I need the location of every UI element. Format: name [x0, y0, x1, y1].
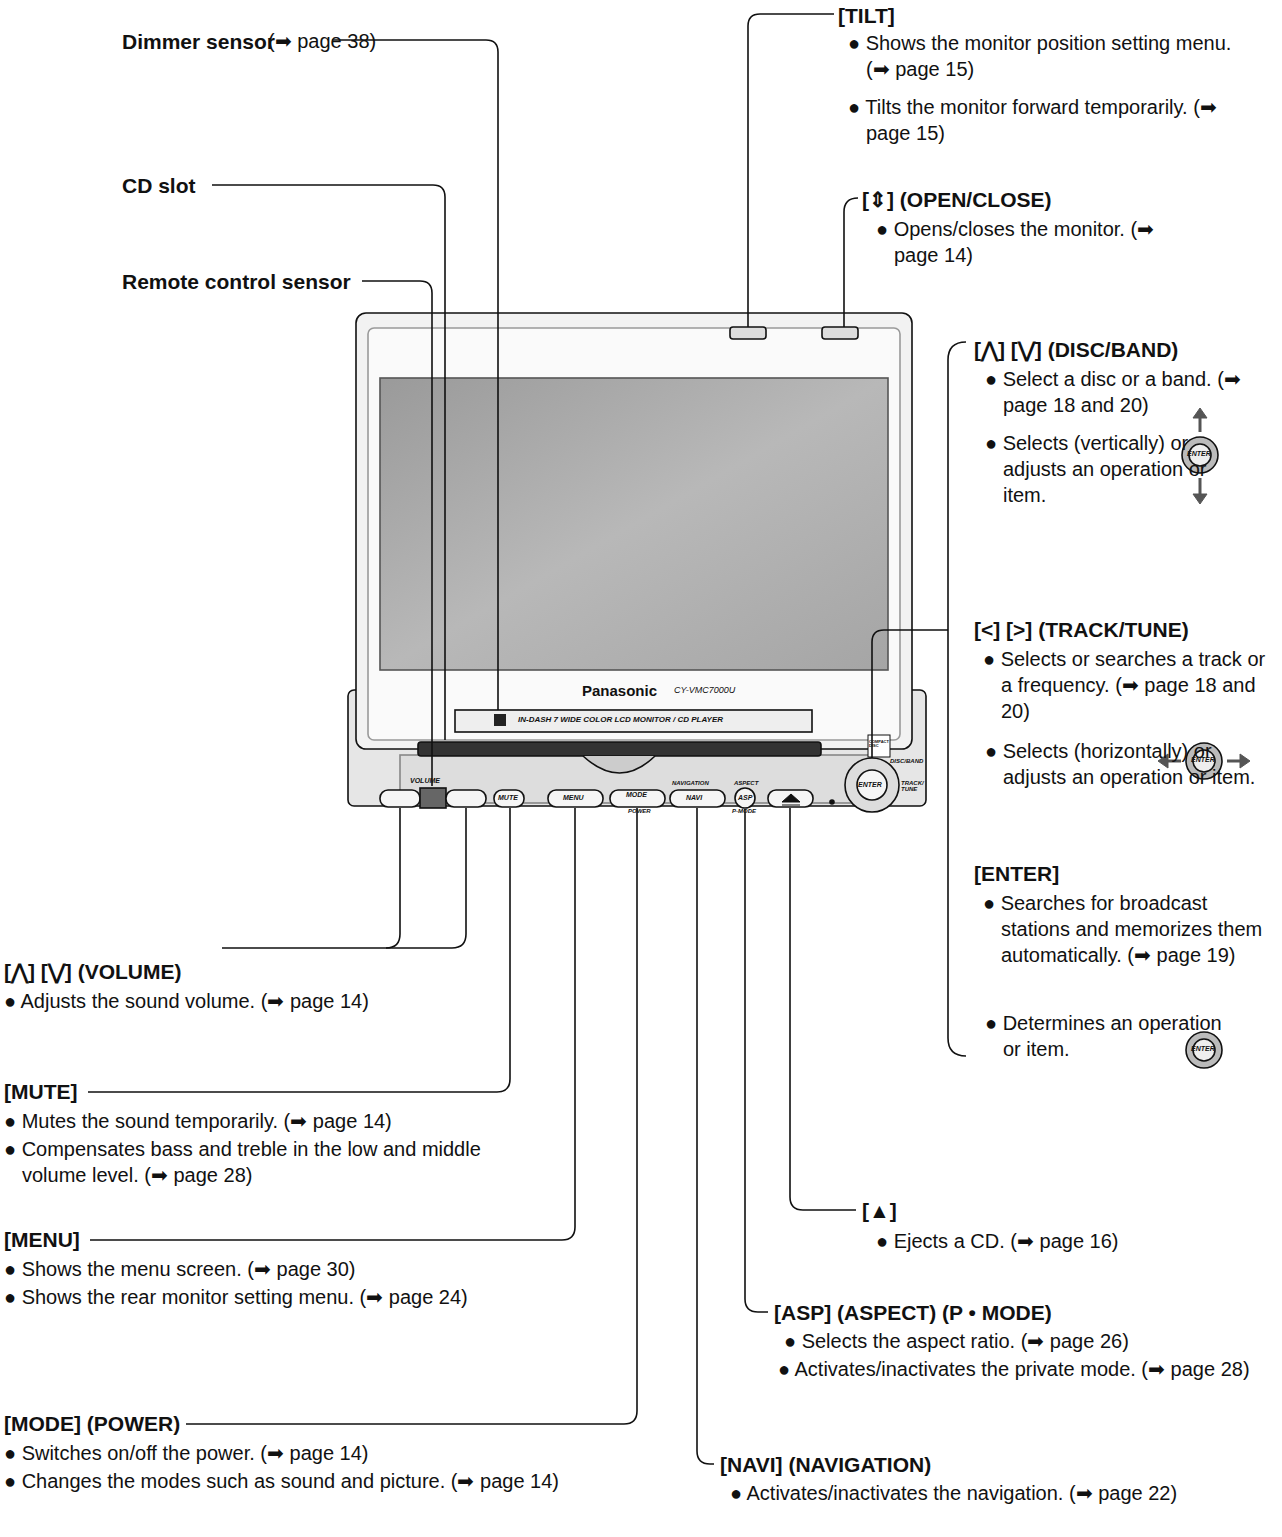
panel-print: ASP: [738, 794, 752, 801]
knob-print: ENTER: [1191, 1045, 1215, 1052]
part-name: Remote control sensor: [122, 268, 351, 295]
panel-print: TRACK/ TUNE: [901, 780, 931, 793]
description: ● Select a disc or a band. (➡ page 18 an…: [985, 366, 1273, 418]
description: ● Selects the aspect ratio. (➡ page 26): [784, 1328, 1129, 1354]
panel-print: POWER: [628, 808, 651, 814]
knob-print: ENTER: [1187, 450, 1211, 457]
description: ● Opens/closes the monitor. (➡ page 14): [876, 216, 1194, 268]
button-name: [⇕] (OPEN/CLOSE): [862, 186, 1052, 213]
description: ● Compensates bass and treble in the low…: [4, 1136, 542, 1188]
description: ● Selects (horizontally) or adjusts an o…: [985, 738, 1273, 790]
part-name: Dimmer sensor: [122, 28, 275, 55]
description: ● Selects or searches a track or a frequ…: [983, 646, 1276, 724]
panel-print: DISC/BAND: [890, 758, 923, 764]
description: ● Tilts the monitor forward temporarily.…: [848, 94, 1266, 146]
description: ● Determines an operation or item.: [985, 1010, 1223, 1062]
panel-print: P-MODE: [732, 808, 756, 814]
button-name: [MODE] (POWER): [4, 1410, 180, 1437]
panel-print: ASPECT: [734, 780, 758, 786]
brand-name: Panasonic: [582, 681, 657, 701]
description: ● Activates/inactivates the private mode…: [778, 1356, 1276, 1382]
description: ● Ejects a CD. (➡ page 16): [876, 1228, 1119, 1254]
description: ● Changes the modes such as sound and pi…: [4, 1468, 582, 1494]
description: ● Mutes the sound temporarily. (➡ page 1…: [4, 1108, 392, 1134]
panel-print: MENU: [563, 794, 584, 801]
panel-print: MUTE: [498, 794, 518, 801]
description: ● Selects (vertically) or adjusts an ope…: [985, 430, 1228, 508]
description: ● Switches on/off the power. (➡ page 14): [4, 1440, 368, 1466]
description: ● Activates/inactivates the navigation. …: [730, 1480, 1177, 1506]
button-name: [⋀] [⋁] (DISC/BAND): [974, 336, 1178, 363]
button-name: [ASP] (ASPECT) (P • MODE): [774, 1299, 1052, 1326]
button-name: [ENTER]: [974, 860, 1059, 887]
panel-print: NAVI: [686, 794, 702, 801]
button-name: [<] [>] (TRACK/TUNE): [974, 616, 1189, 643]
button-name: [▲]: [862, 1197, 897, 1224]
description: ● Shows the rear monitor setting menu. (…: [4, 1284, 492, 1310]
button-name: [MUTE]: [4, 1078, 77, 1105]
button-name: [⋀] [⋁] (VOLUME): [4, 958, 181, 985]
button-name: [NAVI] (NAVIGATION): [720, 1451, 931, 1478]
description: ● Adjusts the sound volume. (➡ page 14): [4, 988, 369, 1014]
description: ● Searches for broadcast stations and me…: [983, 890, 1276, 968]
panel-print: MODE: [626, 791, 647, 798]
part-name: CD slot: [122, 172, 196, 199]
button-name: [MENU]: [4, 1226, 80, 1253]
knob-print: ENTER: [1191, 756, 1215, 763]
product-line: IN-DASH 7 WIDE COLOR LCD MONITOR / CD PL…: [518, 716, 723, 724]
page-ref: (➡ page 38): [268, 28, 376, 54]
panel-print: NAVIGATION: [672, 780, 709, 786]
logo-print: COMPACT DISC: [869, 740, 889, 748]
knob-print: ENTER: [858, 781, 882, 788]
button-name: [TILT]: [838, 2, 895, 29]
description: ● Shows the menu screen. (➡ page 30): [4, 1256, 355, 1282]
description: ● Shows the monitor position setting men…: [848, 30, 1246, 82]
panel-print: VOLUME: [410, 777, 440, 784]
model-number: CY-VMC7000U: [674, 686, 735, 695]
